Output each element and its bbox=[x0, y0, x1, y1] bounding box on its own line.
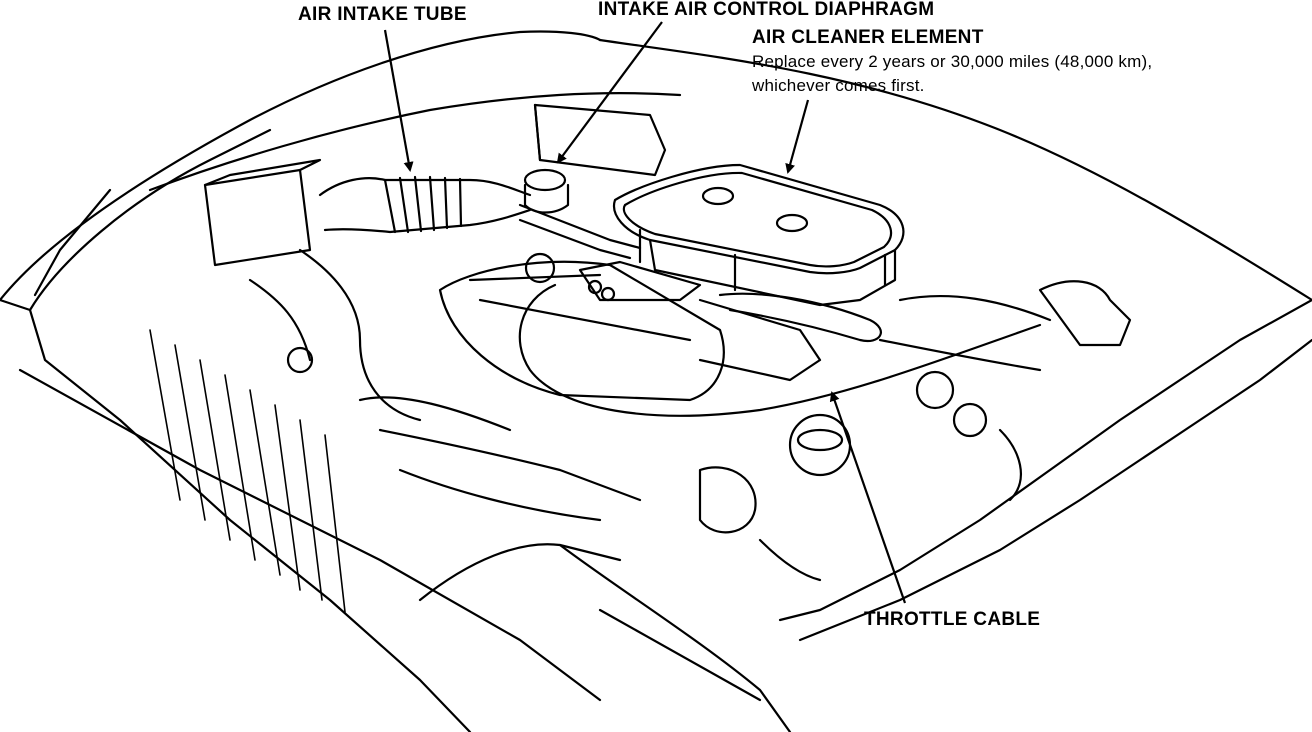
air-intake-tube-label: AIR INTAKE TUBE bbox=[298, 4, 467, 25]
right-components bbox=[1038, 280, 1132, 347]
right-fender-face bbox=[798, 338, 1312, 642]
grille-slats bbox=[149, 329, 346, 613]
manifold bbox=[698, 298, 822, 382]
distributor bbox=[788, 413, 852, 477]
leader-intake-air-control-diaphragm bbox=[556, 21, 663, 164]
air-cleaner-note-line2: whichever comes first. bbox=[752, 76, 925, 95]
bracket bbox=[578, 260, 702, 302]
intake-air-control-diaphragm-label: INTAKE AIR CONTROL DIAPHRAGM bbox=[598, 0, 935, 20]
air-cleaner-housing bbox=[612, 163, 905, 307]
battery-box bbox=[203, 168, 312, 267]
left-fender-face bbox=[28, 308, 472, 732]
left-fender-top bbox=[0, 128, 272, 312]
leader-air-intake-tube bbox=[383, 29, 414, 172]
air-intake-tube bbox=[318, 175, 532, 234]
air-cleaner-element-label: AIR CLEANER ELEMENT bbox=[752, 27, 984, 48]
wiring bbox=[298, 248, 422, 422]
throttle-cable-label: THROTTLE CABLE bbox=[864, 609, 1041, 630]
firewall bbox=[148, 92, 682, 192]
alternator bbox=[698, 466, 757, 534]
throttle-cable-path bbox=[518, 283, 1042, 417]
air-cleaner-note-line1: Replace every 2 years or 30,000 miles (4… bbox=[752, 52, 1153, 71]
intake-air-control-diaphragm-body bbox=[523, 168, 567, 192]
bumper-left bbox=[418, 543, 622, 602]
front-body-line bbox=[18, 368, 602, 702]
hoses-lower bbox=[378, 428, 642, 502]
grille-edge bbox=[598, 608, 762, 702]
leader-air-cleaner-element bbox=[785, 99, 810, 174]
hose-1 bbox=[718, 292, 882, 343]
oil-cap bbox=[524, 252, 556, 284]
reservoir bbox=[533, 103, 667, 177]
right-fender-top bbox=[778, 298, 1312, 622]
battery-top bbox=[203, 158, 322, 187]
leader-throttle-cable bbox=[829, 391, 907, 604]
valve-cover bbox=[438, 260, 725, 402]
left-fender-inner bbox=[33, 188, 112, 297]
hood-opening-outline bbox=[0, 30, 602, 302]
cowl-edge bbox=[598, 38, 1312, 302]
front-panel-bottom bbox=[558, 543, 792, 732]
